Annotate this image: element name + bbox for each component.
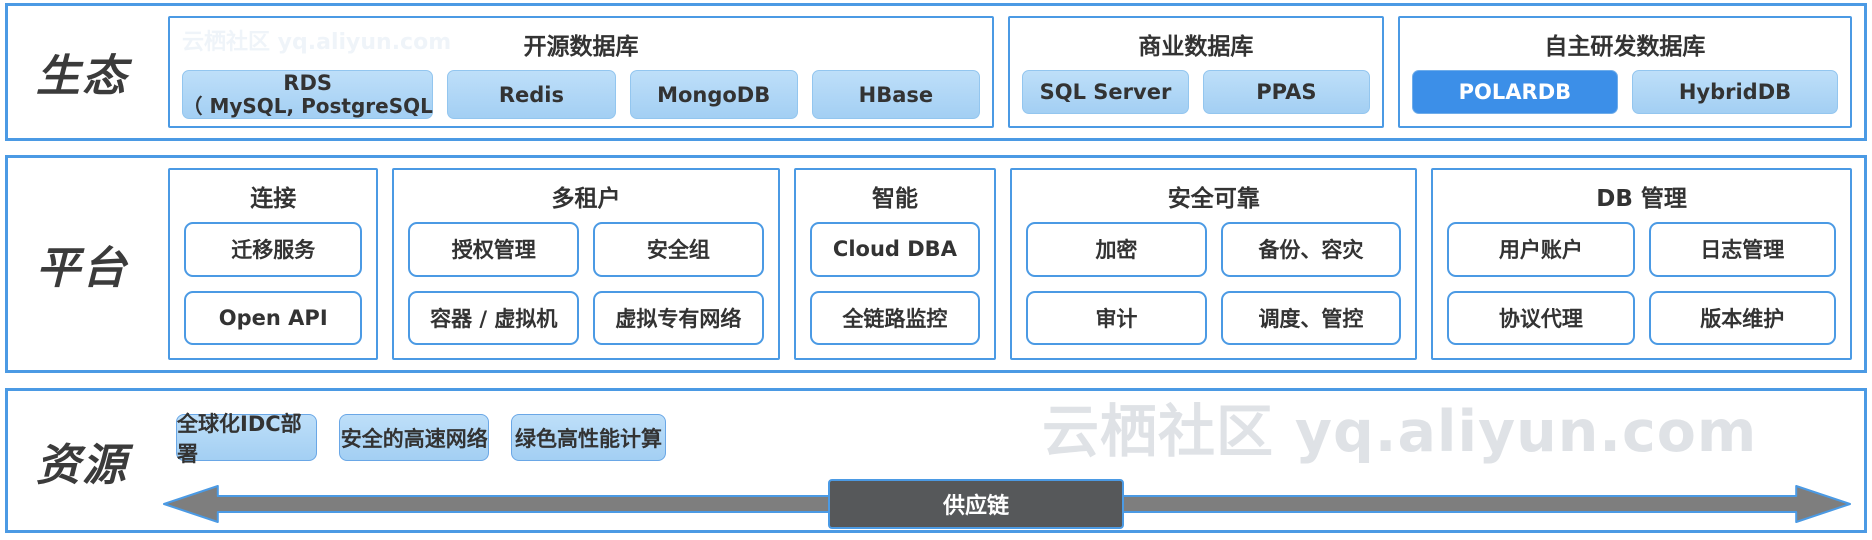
group-db-management-title: DB 管理 <box>1596 186 1687 212</box>
node-global-idc: 全球化IDC部署 <box>176 412 318 466</box>
node-secure-network: 安全的高速网络 <box>339 414 490 461</box>
resource-bars: 全球化IDC部署 安全的高速网络 绿色高性能计算 <box>168 401 676 466</box>
node-hbase: HBase <box>811 70 980 120</box>
band-resources-label: 资源 <box>36 439 128 491</box>
group-self-developed-db-title: 自主研发数据库 <box>1544 34 1706 60</box>
self-developed-db-row: POLARDB HybridDB <box>1400 68 1850 126</box>
band-resources: 资源 全球化IDC部署 安全的高速网络 绿色高性能计算 供应链 <box>5 388 1867 533</box>
band-ecosystem-label: 生态 <box>36 51 128 102</box>
band-ecosystem: 生态 云栖社区 yq.aliyun.com 开源数据库 RDS （ MySQL,… <box>5 3 1867 141</box>
node-redis: Redis <box>447 70 616 120</box>
group-intelligence-title: 智能 <box>871 186 918 212</box>
node-scheduling-control: 调度、管控 <box>1220 290 1402 345</box>
group-connection: 连接 迁移服务 Open API <box>168 168 379 360</box>
group-commercial-db: 商业数据库 SQL Server PPAS <box>1008 16 1384 128</box>
node-rds-line2: （ MySQL, PostgreSQL <box>182 94 433 119</box>
node-cloud-dba: Cloud DBA <box>809 222 981 277</box>
group-open-source-db-title: 开源数据库 <box>523 34 639 60</box>
node-sql-server: SQL Server <box>1022 70 1189 114</box>
node-rds-line1: RDS <box>283 71 333 95</box>
node-ppas: PPAS <box>1202 70 1370 114</box>
band-platform-content: 连接 迁移服务 Open API 多租户 授权管理 安全组 容器 / 虚拟机 虚… <box>156 158 1864 370</box>
node-vpc: 虚拟专有网络 <box>593 290 764 345</box>
node-mongodb: MongoDB <box>629 70 798 120</box>
node-supply-chain: 供应链 <box>828 479 1124 529</box>
band-ecosystem-content: 云栖社区 yq.aliyun.com 开源数据库 RDS （ MySQL, Po… <box>156 6 1864 138</box>
group-open-source-db: 云栖社区 yq.aliyun.com 开源数据库 RDS （ MySQL, Po… <box>168 16 994 128</box>
group-intelligence: 智能 Cloud DBA 全链路监控 <box>793 168 997 360</box>
group-multi-tenant: 多租户 授权管理 安全组 容器 / 虚拟机 虚拟专有网络 <box>392 168 780 360</box>
group-security-reliability: 安全可靠 加密 备份、容灾 审计 调度、管控 <box>1010 168 1418 360</box>
band-platform: 平台 连接 迁移服务 Open API 多租户 授权管理 安全组 容器 / 虚拟… <box>5 155 1867 373</box>
open-source-db-row: RDS （ MySQL, PostgreSQL Redis MongoDB HB… <box>170 68 992 131</box>
node-authorization-mgmt: 授权管理 <box>408 222 580 277</box>
node-backup-dr: 备份、容灾 <box>1220 222 1402 277</box>
group-security-reliability-title: 安全可靠 <box>1167 186 1260 212</box>
node-hybriddb: HybridDB <box>1631 70 1839 114</box>
security-reliability-grid: 加密 备份、容灾 审计 调度、管控 <box>1012 220 1415 358</box>
group-connection-title: 连接 <box>250 186 297 212</box>
node-version-maintenance: 版本维护 <box>1648 290 1836 345</box>
node-green-computing: 绿色高性能计算 <box>511 414 666 461</box>
intelligence-grid: Cloud DBA 全链路监控 <box>796 220 995 358</box>
band-platform-label: 平台 <box>36 243 128 294</box>
group-multi-tenant-title: 多租户 <box>551 186 621 212</box>
node-security-group: 安全组 <box>593 222 764 277</box>
node-rds: RDS （ MySQL, PostgreSQL <box>182 70 434 120</box>
node-migration-service: 迁移服务 <box>184 222 363 277</box>
node-user-account: 用户账户 <box>1447 222 1635 277</box>
group-db-management: DB 管理 用户账户 日志管理 协议代理 版本维护 <box>1431 168 1852 360</box>
node-full-link-monitoring: 全链路监控 <box>809 290 981 345</box>
band-resources-content: 全球化IDC部署 安全的高速网络 绿色高性能计算 供应链 <box>156 391 1864 530</box>
group-self-developed-db: 自主研发数据库 POLARDB HybridDB <box>1397 16 1852 128</box>
node-protocol-proxy: 协议代理 <box>1447 290 1635 345</box>
commercial-db-row: SQL Server PPAS <box>1010 68 1382 126</box>
node-log-management: 日志管理 <box>1648 222 1836 277</box>
node-open-api: Open API <box>184 290 363 345</box>
group-commercial-db-title: 商业数据库 <box>1138 34 1254 60</box>
db-management-grid: 用户账户 日志管理 协议代理 版本维护 <box>1433 220 1850 358</box>
node-container-vm: 容器 / 虚拟机 <box>408 290 580 345</box>
connection-grid: 迁移服务 Open API <box>170 220 376 358</box>
node-polardb: POLARDB <box>1411 70 1618 114</box>
node-audit: 审计 <box>1026 290 1207 345</box>
node-encryption: 加密 <box>1026 222 1207 277</box>
multi-tenant-grid: 授权管理 安全组 容器 / 虚拟机 虚拟专有网络 <box>394 220 777 358</box>
